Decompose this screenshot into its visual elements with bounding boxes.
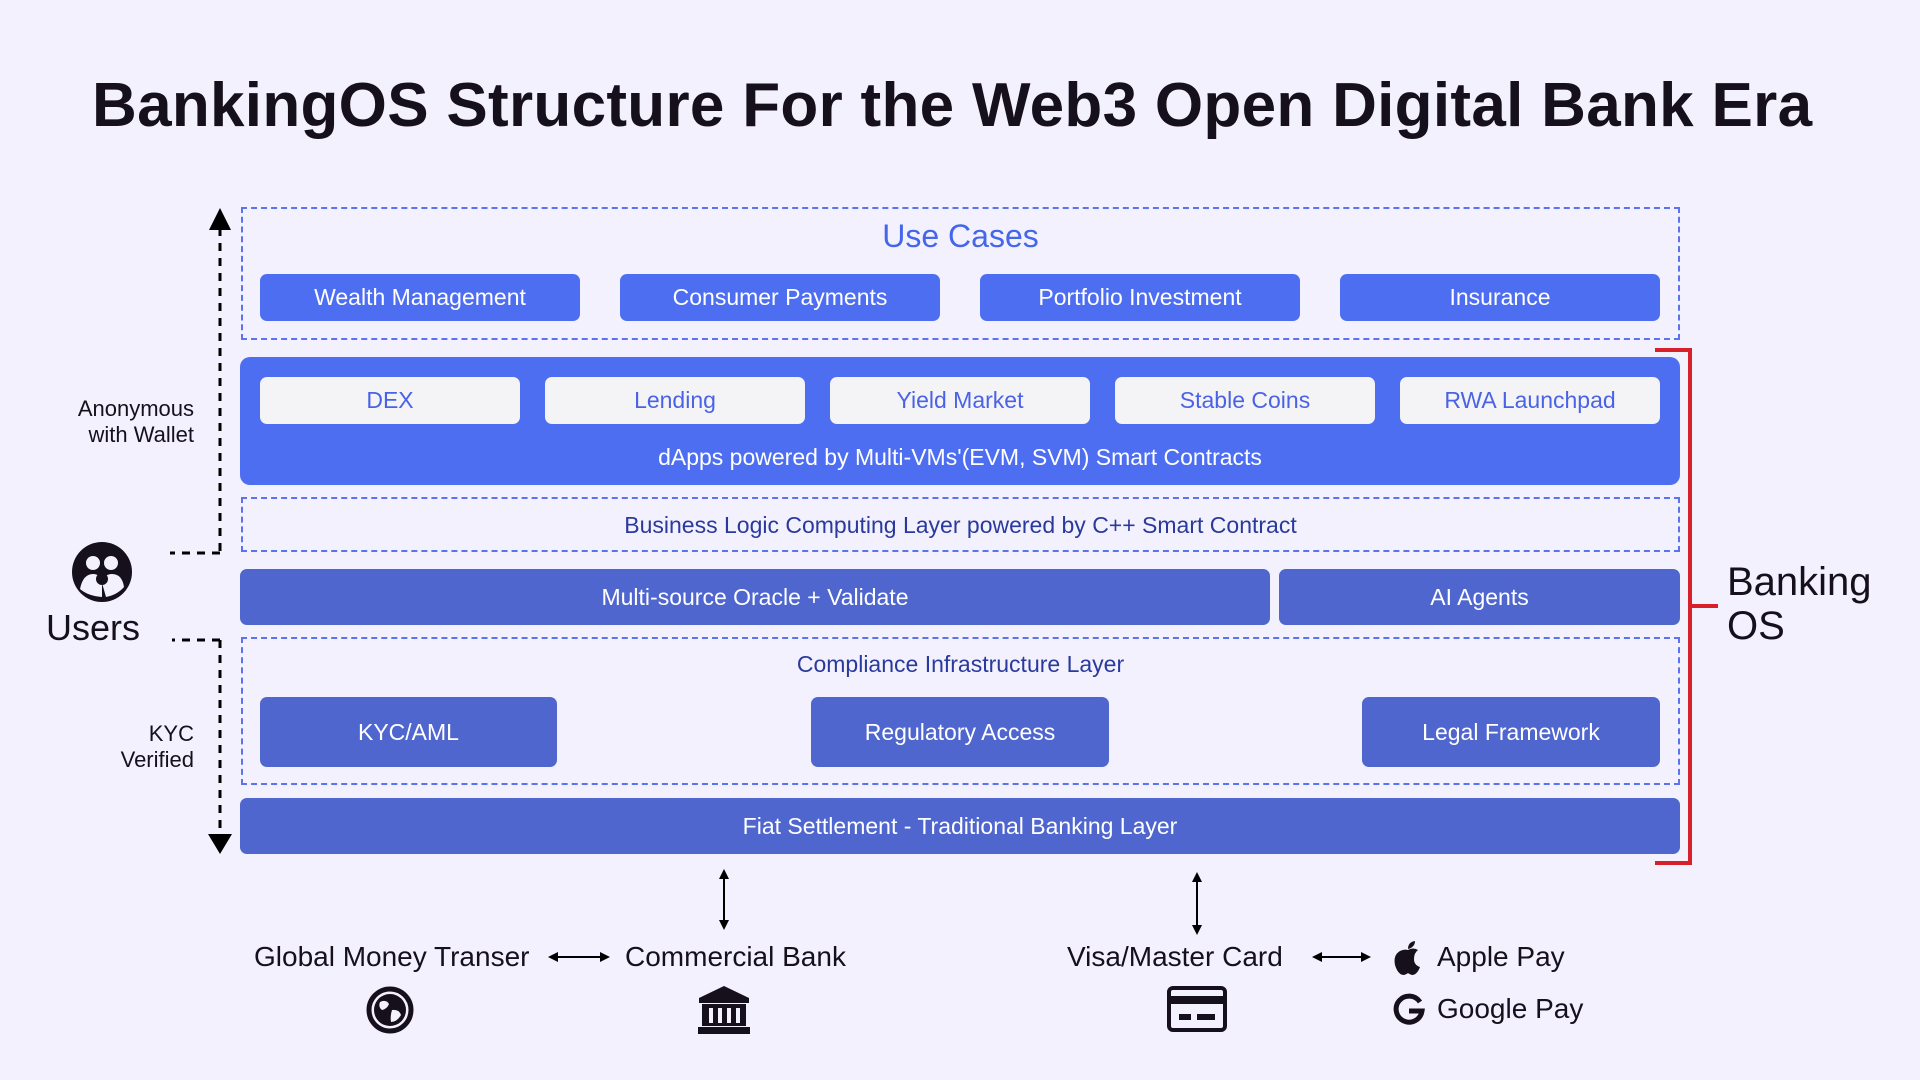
anonymous-label: Anonymous with Wallet [40, 396, 194, 448]
use-case-wealth-management[interactable]: Wealth Management [260, 274, 580, 321]
kyc-label: KYC Verified [40, 721, 194, 773]
use-cases-label: Use Cases [882, 218, 1039, 254]
google-icon [1393, 993, 1425, 1025]
compliance-legal-framework[interactable]: Legal Framework [1362, 697, 1660, 767]
page-title: BankingOS Structure For the Web3 Open Di… [92, 71, 1813, 140]
dapp-stable-coins[interactable]: Stable Coins [1115, 377, 1375, 424]
compliance-regulatory-access[interactable]: Regulatory Access [811, 697, 1109, 767]
google-pay-label: Google Pay [1437, 993, 1584, 1024]
global-money-transfer-label: Global Money Transer [254, 941, 530, 972]
apple-icon [1394, 941, 1420, 975]
commercial-bank-label: Commercial Bank [625, 941, 846, 972]
compliance-label: Compliance Infrastructure Layer [796, 651, 1125, 677]
anonymous-line2: with Wallet [88, 422, 194, 447]
bank-icon [698, 986, 750, 1034]
ai-agents-layer[interactable]: AI Agents [1279, 569, 1680, 625]
fiat-settlement-layer[interactable]: Fiat Settlement - Traditional Banking La… [240, 798, 1680, 854]
use-case-portfolio-investment[interactable]: Portfolio Investment [980, 274, 1300, 321]
banking-os-label: Banking OS [1727, 560, 1872, 648]
dapps-caption: dApps powered by Multi-VMs'(EVM, SVM) Sm… [658, 444, 1262, 470]
oracle-layer[interactable]: Multi-source Oracle + Validate [240, 569, 1270, 625]
anonymous-line1: Anonymous [77, 396, 194, 421]
dapp-lending[interactable]: Lending [545, 377, 805, 424]
kyc-line1: KYC [148, 721, 194, 746]
compliance-kyc-aml[interactable]: KYC/AML [260, 697, 557, 767]
dapp-dex[interactable]: DEX [260, 377, 520, 424]
use-case-insurance[interactable]: Insurance [1340, 274, 1660, 321]
dapp-rwa-launchpad[interactable]: RWA Launchpad [1400, 377, 1660, 424]
users-icon [72, 542, 132, 602]
visa-master-card-label: Visa/Master Card [1067, 941, 1283, 972]
dapp-yield-market[interactable]: Yield Market [830, 377, 1090, 424]
globe-icon [366, 986, 414, 1034]
use-cases-box [241, 207, 1680, 340]
banking-os-line2: OS [1727, 604, 1785, 648]
business-logic-box [241, 497, 1680, 552]
compliance-box [241, 637, 1680, 785]
users-label: Users [46, 607, 141, 648]
use-case-consumer-payments[interactable]: Consumer Payments [620, 274, 940, 321]
apple-pay-label: Apple Pay [1437, 941, 1565, 972]
card-icon [1167, 986, 1227, 1032]
banking-os-line1: Banking [1727, 560, 1872, 604]
kyc-line2: Verified [120, 747, 194, 772]
business-logic-label: Business Logic Computing Layer powered b… [624, 512, 1297, 538]
